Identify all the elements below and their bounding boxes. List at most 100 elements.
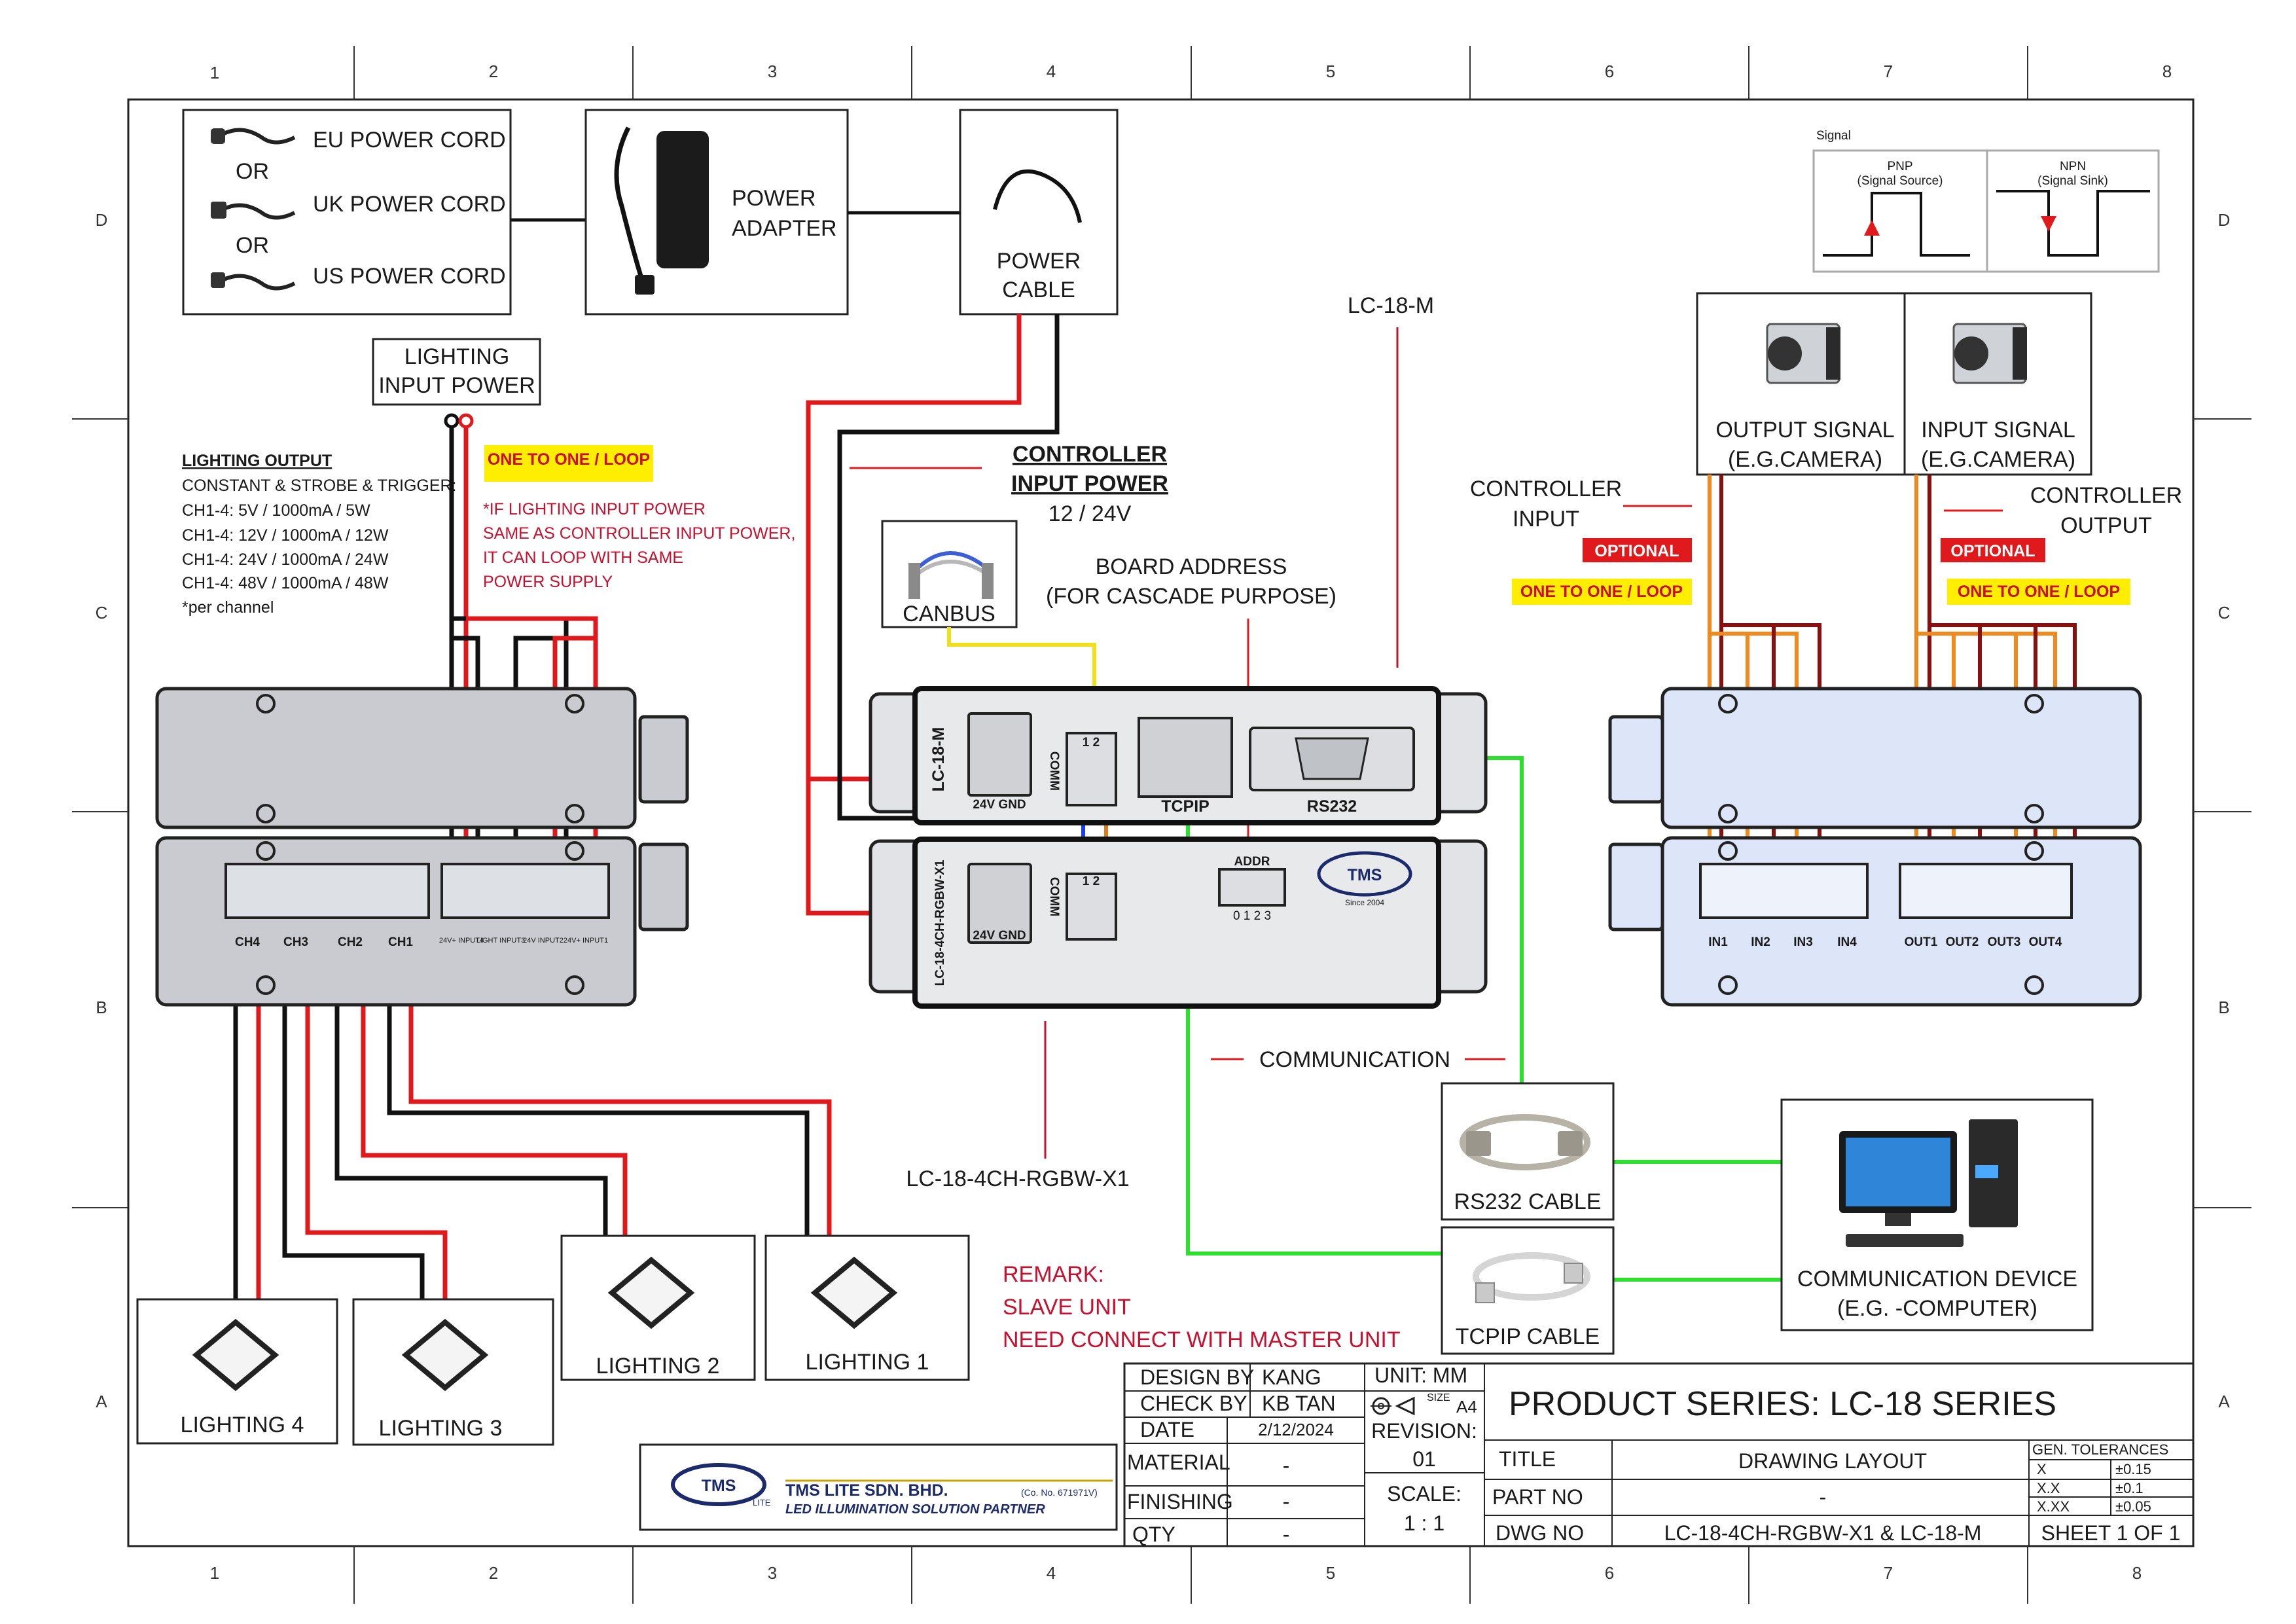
row-label: B [2218, 998, 2229, 1017]
input-label: 24V+ INPUT4 [439, 937, 484, 945]
communication-device-label: (E.G. -COMPUTER) [1837, 1296, 2037, 1321]
revision-value: 01 [1412, 1447, 1436, 1471]
spec-line: CH1-4: 12V / 1000mA / 12W [182, 526, 389, 545]
finishing-value: - [1283, 1490, 1290, 1513]
input-terminal-block [440, 863, 610, 919]
output-camera-box: OUTPUT SIGNAL (E.G.CAMERA) [1696, 292, 1914, 476]
input-terminal-positive [458, 413, 474, 429]
power-adapter-box: POWER ADAPTER [584, 109, 849, 316]
master-vertical-label: LC-18-M [929, 727, 948, 792]
pnp-label: PNP [1887, 160, 1912, 173]
row-label: C [2218, 603, 2231, 623]
loop-tag [484, 445, 653, 482]
loop-tag-label: ONE TO ONE / LOOP [1958, 583, 2120, 601]
projection-symbol-icon [1371, 1396, 1415, 1416]
scale-label: SCALE: [1387, 1482, 1462, 1506]
input-label: 24V+ INPUT1 [564, 937, 608, 945]
comm-port-bottom [1066, 873, 1117, 941]
comm-label: COMM [1047, 877, 1061, 916]
io-input-label: IN1 [1708, 935, 1728, 949]
power-cable-icon [993, 169, 1082, 223]
camera-icon [1952, 323, 2027, 384]
col-label: 1 [210, 63, 219, 82]
part-no-label: PART NO [1492, 1485, 1583, 1509]
or-label: OR [236, 159, 269, 184]
remark-line: SLAVE UNIT [1003, 1295, 1131, 1320]
company-logo-text: TMS [702, 1477, 736, 1495]
company-block: TMS LITE TMS LITE SDN. BHD. (Co. No. 671… [639, 1443, 1118, 1531]
spec-line: CH1-4: 5V / 1000mA / 5W [182, 501, 370, 520]
remark-line: REMARK: [1003, 1262, 1104, 1287]
dwg-no-value: LC-18-4CH-RGBW-X1 & LC-18-M [1664, 1521, 1982, 1545]
date-label: DATE [1140, 1418, 1194, 1441]
uk-plug-icon [211, 202, 296, 220]
panel-logo-text: TMS [1348, 866, 1382, 884]
optional-tag [1583, 538, 1692, 562]
loop-note-line: SAME AS CONTROLLER INPUT POWER, [483, 524, 795, 543]
npn-sub-label: (Signal Sink) [2037, 174, 2108, 188]
power-cable-label: POWER [997, 249, 1081, 274]
row-label: D [96, 210, 108, 230]
company-logo-icon [671, 1463, 766, 1506]
input-signal-label: INPUT SIGNAL [1921, 418, 2075, 442]
board-address-label: (FOR CASCADE PURPOSE) [1046, 584, 1336, 609]
io-output-label: OUT1 [1905, 935, 1938, 949]
col-label: 3 [768, 62, 777, 81]
lighting-input-label: LIGHTING [404, 344, 510, 369]
io-input-label: IN4 [1837, 935, 1857, 949]
col-label: 7 [1884, 1563, 1893, 1583]
row-label: C [96, 603, 108, 623]
optional-label: OPTIONAL [1594, 542, 1679, 560]
rs232-port-label: RS232 [1307, 797, 1357, 816]
controller-output-label: CONTROLLER [2030, 483, 2182, 508]
product-series: PRODUCT SERIES: LC-18 SERIES [1509, 1385, 2056, 1423]
board-address-note: BOARD ADDRESS (FOR CASCADE PURPOSE) [1046, 554, 1336, 890]
gnd-label: 24V GND [973, 929, 1026, 943]
comm-label: COMM [1047, 751, 1061, 791]
title-block: DESIGN BY KANG CHECK BY KB TAN DATE 2/12… [1123, 1362, 2195, 1547]
col-label: 5 [1326, 1563, 1335, 1583]
board-address-label: BOARD ADDRESS [1096, 554, 1287, 579]
tolerance-format: X.XX [2037, 1498, 2070, 1515]
pin-label: 1 2 [1083, 875, 1100, 888]
lighting-1-box: LIGHTING 1 [764, 1235, 970, 1381]
optional-tag [1941, 538, 2045, 562]
controller-input-label: INPUT [1513, 507, 1579, 532]
io-input-label: IN2 [1751, 935, 1770, 949]
npn-label: NPN [2060, 160, 2086, 173]
power-adapter-icon [614, 126, 709, 295]
tolerance-value: ±0.05 [2115, 1498, 2151, 1515]
lighting-label: LIGHTING 2 [596, 1354, 720, 1379]
remark: REMARK: SLAVE UNIT NEED CONNECT WITH MAS… [1003, 1262, 1401, 1352]
npn-waveform [1996, 190, 2150, 257]
col-label: 8 [2162, 62, 2172, 81]
output-signal-label: (E.G.CAMERA) [1728, 447, 1882, 472]
loop-note: ONE TO ONE / LOOP *IF LIGHTING INPUT POW… [483, 445, 795, 591]
or-label: OR [236, 233, 269, 258]
scale-value: 1 : 1 [1404, 1511, 1444, 1535]
company-name: TMS LITE SDN. BHD. [785, 1481, 948, 1500]
canbus-cable-icon [908, 551, 994, 599]
col-label: 1 [210, 1563, 219, 1583]
design-by-value: KANG [1262, 1365, 1321, 1389]
lighting-input-wiring [449, 427, 598, 903]
pnp-waveform [1823, 192, 1970, 257]
center-controller-unit: LC-18-M LC-18-4CH-RGBW-X1 24V GND 24V GN… [869, 686, 1488, 1009]
title-value: DRAWING LAYOUT [1738, 1449, 1927, 1473]
pnp-sub-label: (Signal Source) [1857, 174, 1943, 188]
signal-legend: Signal PNP (Signal Source) NPN (Signal S… [1812, 129, 2160, 273]
eu-plug-icon [211, 128, 296, 145]
communication-label: COMMUNICATION [1259, 1047, 1450, 1072]
light-panel-icon [401, 1318, 489, 1392]
input-label: LIGHT INPUT3 [476, 937, 525, 945]
tcpip-cable-icon [1473, 1252, 1590, 1303]
controller-output-note: CONTROLLER OUTPUT OPTIONAL ONE TO ONE / … [1941, 483, 2182, 605]
lighting-label: LIGHTING 3 [379, 1416, 503, 1441]
right-controller-unit: IN1 IN2 IN3 IN4 OUT1 OUT2 OUT3 OUT4 [1608, 687, 2142, 1007]
power-cable-box: POWER CABLE [959, 109, 1119, 316]
power-port-top [967, 712, 1032, 797]
loop-note-line: POWER SUPPLY [483, 573, 613, 591]
finishing-label: FINISHING [1127, 1490, 1233, 1513]
communication-device-label: COMMUNICATION DEVICE [1797, 1267, 2077, 1291]
pnp-arrow-icon [1864, 220, 1880, 236]
